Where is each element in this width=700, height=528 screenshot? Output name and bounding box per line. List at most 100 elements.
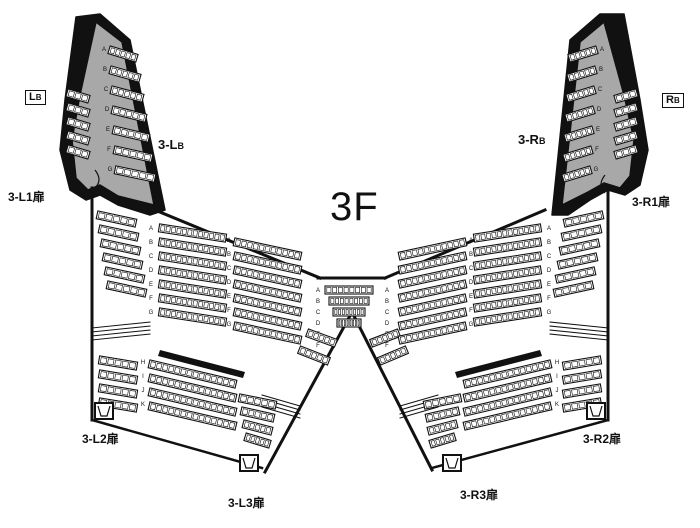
seat xyxy=(197,287,204,294)
seat xyxy=(74,134,82,142)
seat xyxy=(252,271,259,278)
seat xyxy=(130,287,138,295)
seat xyxy=(502,286,508,293)
seat xyxy=(174,367,181,374)
seat xyxy=(123,90,131,98)
balcony-right-row-letter: E xyxy=(596,127,600,133)
seat xyxy=(435,328,442,336)
seat xyxy=(586,127,593,135)
seat xyxy=(507,285,513,292)
seat xyxy=(512,284,519,291)
seat xyxy=(573,257,582,265)
left-main-row-letter: D xyxy=(149,268,154,274)
seat xyxy=(101,240,110,248)
seat xyxy=(628,132,637,140)
seat xyxy=(210,389,217,397)
seat xyxy=(537,404,545,412)
seat-strip-outline xyxy=(472,279,543,299)
seat xyxy=(475,290,481,297)
seat xyxy=(293,321,301,329)
seat xyxy=(248,409,255,417)
seat-strip-outline xyxy=(147,359,238,389)
left-corner-seat-row xyxy=(241,419,274,436)
left-main-seat-row xyxy=(157,279,228,299)
box-left-seat-row xyxy=(65,130,91,146)
seat xyxy=(507,243,513,250)
seat xyxy=(349,309,353,315)
left-main-seat-row xyxy=(232,265,303,289)
seat xyxy=(131,246,140,254)
seat xyxy=(214,303,220,310)
seat xyxy=(485,316,492,324)
seat xyxy=(282,277,289,285)
seat xyxy=(453,268,460,276)
left-main-seat-row xyxy=(157,223,228,243)
seat xyxy=(352,320,355,326)
seat xyxy=(170,296,177,304)
balcony-right-label: 3-RB xyxy=(518,132,546,147)
seat xyxy=(208,232,215,240)
seat xyxy=(120,217,128,225)
seat xyxy=(537,362,545,370)
seat xyxy=(192,300,198,307)
seat xyxy=(429,273,436,281)
seat xyxy=(219,318,225,325)
seat xyxy=(513,368,520,376)
door-notch-r3-swing xyxy=(445,457,459,469)
seat xyxy=(112,215,121,223)
seat xyxy=(338,320,341,326)
seat xyxy=(411,305,418,313)
seat xyxy=(458,267,466,275)
right-side-seat-row xyxy=(562,210,605,228)
seat xyxy=(615,122,624,130)
seat xyxy=(429,245,436,253)
seat xyxy=(444,435,450,443)
seat xyxy=(523,240,530,248)
seat xyxy=(228,393,236,401)
seat xyxy=(399,293,407,301)
seat-strip-outline xyxy=(472,265,543,285)
seat-strip-outline xyxy=(368,328,402,348)
seat-strip-outline xyxy=(613,130,639,146)
seat xyxy=(496,273,503,280)
seat xyxy=(176,311,182,319)
seat xyxy=(112,107,120,115)
seat xyxy=(628,104,637,112)
seat xyxy=(475,318,481,325)
center-right-row-letter: A xyxy=(385,288,389,294)
seat xyxy=(381,334,389,342)
seat xyxy=(121,374,129,382)
left-main-row-letter: G xyxy=(149,310,154,316)
seat xyxy=(590,47,597,55)
seat xyxy=(131,112,139,120)
seat xyxy=(130,53,137,61)
balcony-right-row-letter: C xyxy=(598,87,603,93)
left-main-seat-row xyxy=(157,251,228,271)
seat xyxy=(470,420,478,428)
seat xyxy=(501,371,508,379)
seat xyxy=(160,239,166,246)
seat xyxy=(491,273,497,281)
seat-strip-outline xyxy=(472,293,543,313)
seat xyxy=(260,412,267,420)
seat xyxy=(192,399,199,407)
seat xyxy=(628,146,637,154)
seat xyxy=(160,267,166,274)
seat xyxy=(192,244,198,251)
seat xyxy=(105,213,113,221)
seat xyxy=(270,302,277,310)
seat xyxy=(203,259,209,267)
seat xyxy=(107,227,115,235)
seat xyxy=(563,173,570,181)
balcony-left-seat-row xyxy=(109,85,145,103)
seat xyxy=(578,359,586,367)
seat-strip-outline xyxy=(296,345,332,366)
seat-strip-outline xyxy=(426,419,459,436)
seat xyxy=(483,389,490,397)
seat xyxy=(423,260,430,268)
seat-strip-outline xyxy=(561,165,593,183)
seat xyxy=(417,276,424,283)
seat-strip-outline xyxy=(157,251,228,271)
seat xyxy=(592,371,600,378)
